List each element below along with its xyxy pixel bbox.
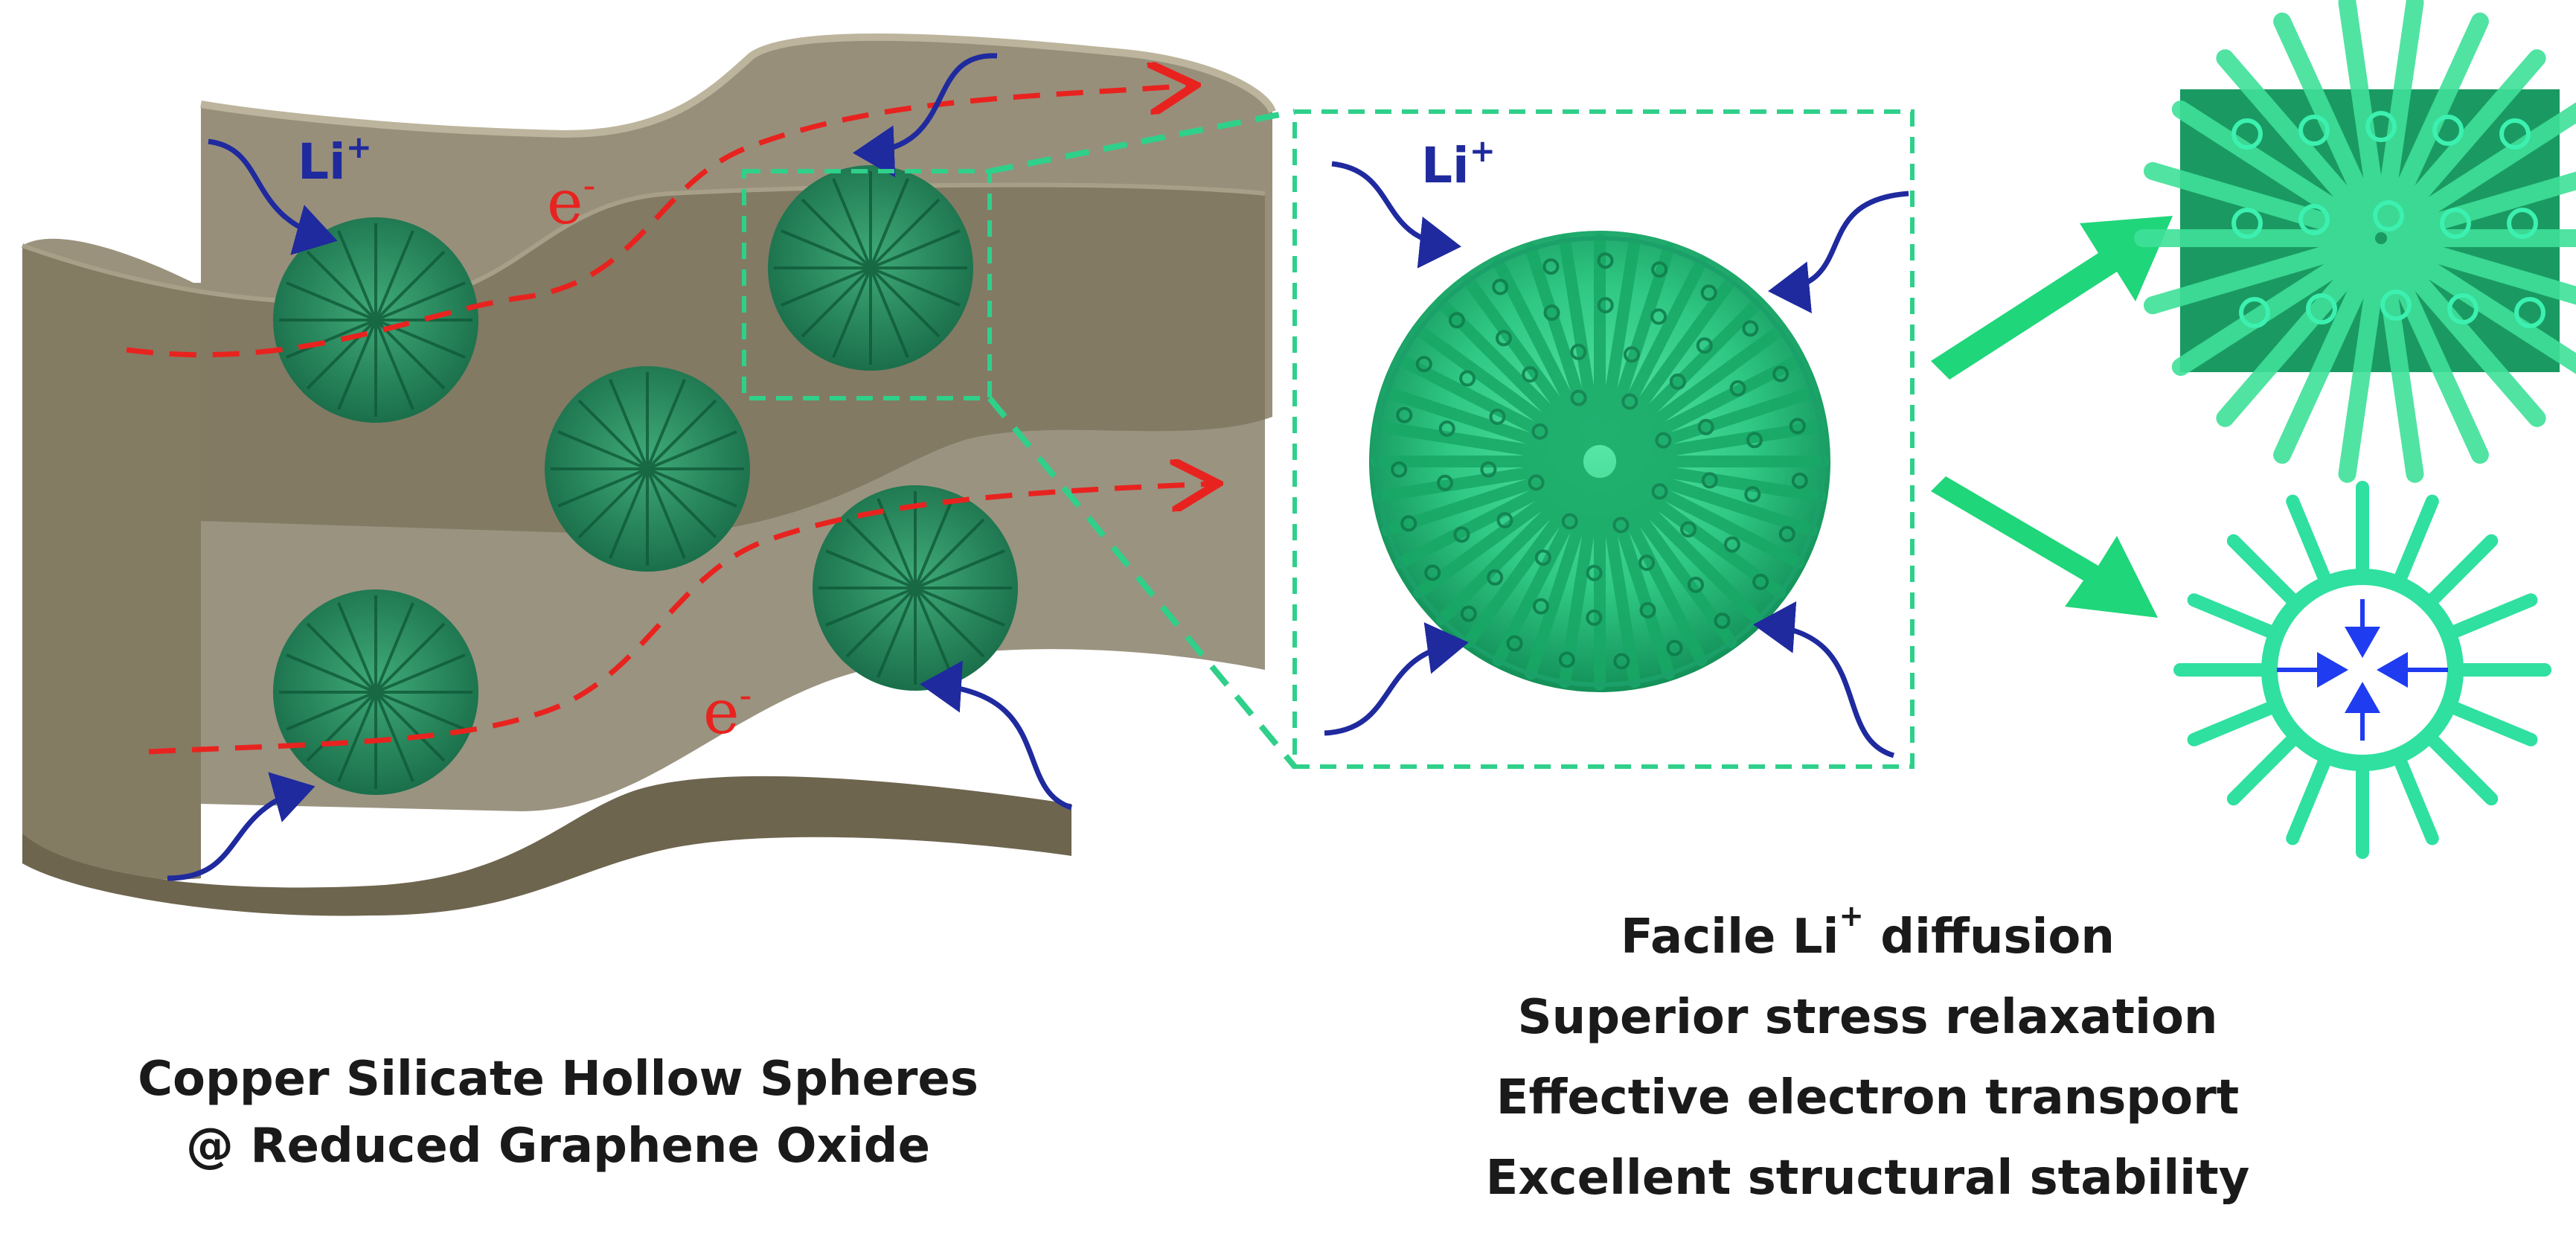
electron-label-2: e- (703, 674, 752, 748)
li-arrow-left-1 (208, 138, 338, 255)
li-label-left: Li+ (298, 129, 372, 191)
big-sphere (1369, 231, 1830, 692)
small-sphere-1 (273, 217, 478, 423)
li-arrow-left-4 (920, 660, 1073, 811)
right-caption-line3: Effective electron transport (1496, 1070, 2240, 1125)
big-arrow-upper (1931, 216, 2173, 380)
cross-section (2173, 481, 2551, 859)
zoom-line-top (989, 109, 1295, 174)
closeup-panel (2134, 0, 2576, 483)
zoom-line-bottom (987, 396, 1298, 769)
li-arrow-right-3 (1324, 622, 1469, 736)
sheet-lip (22, 776, 1071, 916)
left-caption-line2: @ Reduced Graphene Oxide (186, 1119, 930, 1174)
li-arrow-right-1 (1331, 161, 1461, 269)
right-caption-line1: Facile Li+ diffusion (1621, 899, 2115, 965)
electron-path-bottom (148, 484, 1213, 755)
right-caption-line2: Superior stress relaxation (1517, 990, 2218, 1045)
li-arrow-left-3 (167, 772, 315, 881)
right-caption-line4: Excellent structural stability (1485, 1151, 2250, 1206)
small-sphere-5 (273, 589, 478, 795)
electron-path-top (126, 86, 1191, 358)
right-caption: Facile Li+ diffusion Superior stress rel… (1362, 897, 2374, 1218)
zoom-target-box (1292, 109, 1915, 769)
left-caption: Copper Silicate Hollow Spheres @ Reduced… (67, 1046, 1049, 1180)
small-sphere-2 (768, 165, 973, 371)
li-arrow-right-4 (1753, 601, 1895, 758)
big-arrow-lower (1931, 476, 2158, 618)
electron-label-1: e- (547, 164, 595, 238)
small-sphere-4 (813, 485, 1018, 691)
li-arrow-right-2 (1768, 191, 1909, 314)
li-label-right: Li+ (1421, 132, 1496, 194)
left-caption-line1: Copper Silicate Hollow Spheres (138, 1052, 978, 1107)
small-sphere-3 (545, 366, 750, 572)
li-arrow-left-2 (853, 53, 998, 178)
zoom-source-box (742, 169, 992, 400)
